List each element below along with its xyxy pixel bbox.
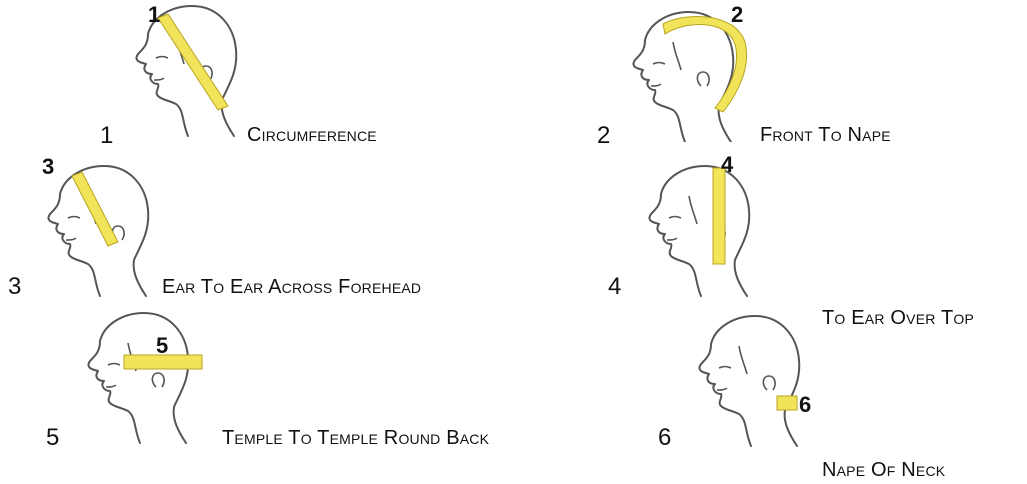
tape-label-6: 6: [799, 392, 811, 417]
measuring-tape-3: [72, 172, 118, 246]
step-number-4: 4: [608, 275, 621, 299]
tape-label-2: 2: [731, 2, 743, 27]
step-number-3: 3: [8, 275, 21, 299]
tape-label-4: 4: [721, 152, 734, 177]
head-diagram-5: 5: [70, 305, 220, 455]
measuring-tape-4: [713, 168, 725, 264]
step-number-1: 1: [100, 124, 113, 148]
tape-label-3: 3: [42, 154, 54, 179]
head-diagram-3: 3: [30, 150, 170, 300]
caption-1: Circumference: [247, 124, 377, 146]
step-number-2: 2: [597, 124, 610, 148]
step-number-5: 5: [46, 426, 59, 450]
head-diagram-1: 1: [118, 4, 258, 144]
caption-6: Nape Of Neck: [822, 459, 945, 481]
caption-3: Ear To Ear Across Forehead: [162, 276, 421, 298]
head-diagram-2: 2: [605, 2, 765, 142]
step-number-6: 6: [658, 426, 671, 450]
measuring-tape-6: [777, 396, 797, 410]
caption-5: Temple To Temple Round Back: [222, 427, 489, 449]
caption-2: Front To Nape: [760, 124, 891, 146]
tape-label-1: 1: [148, 4, 160, 27]
head-diagram-4: 4: [625, 150, 775, 300]
caption-4: To Ear Over Top: [822, 307, 974, 329]
tape-label-5: 5: [156, 333, 168, 358]
head-diagram-6: 6: [675, 306, 835, 456]
measuring-tape-1: [158, 14, 228, 110]
